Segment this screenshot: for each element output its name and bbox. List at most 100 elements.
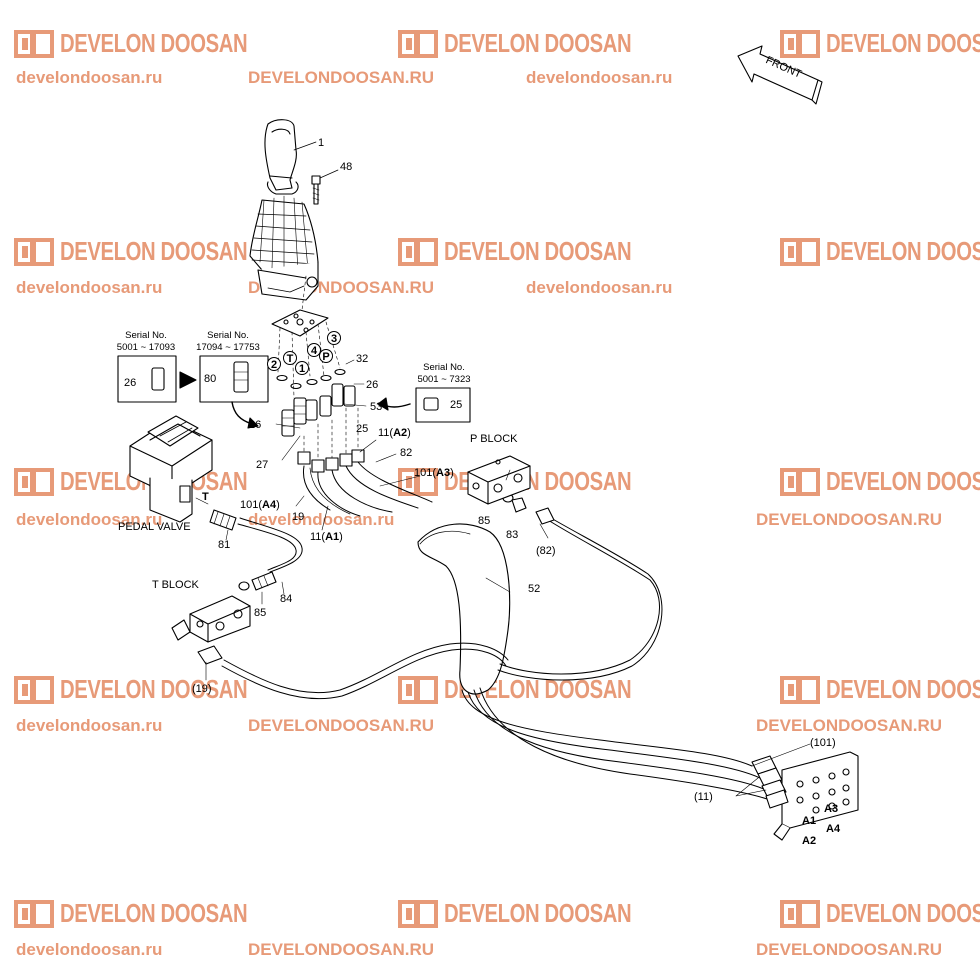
- watermark-brand: DEVELON DOOSAN: [826, 898, 980, 928]
- serial-box-3: Serial No. 5001 ~ 7323 25: [417, 362, 470, 411]
- callout-85b: 85: [254, 607, 266, 619]
- callout-101-a4: 101(A4): [240, 499, 280, 511]
- port-marks: 2 T 1 4 P 3: [267, 331, 341, 375]
- mounting-plate: [271, 309, 341, 399]
- callout-82: 82: [400, 447, 412, 459]
- port-a4: A4: [826, 823, 841, 835]
- watermark-url: DEVELONDOOSAN.RU: [248, 940, 435, 959]
- develon-logo-icon: [780, 675, 820, 704]
- watermark-brand: DEVELON DOOSAN: [444, 898, 632, 928]
- watermark-url: develondoosan.ru: [16, 278, 163, 297]
- watermark-logo: DEVELON DOOSAN: [780, 674, 980, 705]
- watermark-logo: DEVELON DOOSAN: [780, 236, 980, 267]
- port-mark-p: P: [322, 351, 329, 363]
- port-mark-4: 4: [311, 345, 318, 357]
- port-mark-t: T: [287, 353, 294, 365]
- develon-logo-icon: [398, 675, 438, 704]
- watermark-logo: DEVELON DOOSAN: [14, 674, 300, 705]
- serial-box-2: Serial No. 17094 ~ 17753 80: [196, 330, 260, 385]
- serial-box-2-title: Serial No.: [207, 330, 249, 341]
- develon-logo-icon: [398, 237, 438, 266]
- watermark-brand: DEVELON DOOSAN: [826, 466, 980, 496]
- callout-48: 48: [340, 161, 352, 173]
- serial-box-1-title: Serial No.: [125, 330, 167, 341]
- connector-cluster: [281, 383, 356, 437]
- watermark-url: DEVELONDOOSAN.RU: [248, 68, 435, 87]
- watermark-logo: DEVELON DOOSAN: [398, 236, 684, 267]
- callout-82p: (82): [536, 545, 556, 557]
- develon-logo-icon: [398, 29, 438, 58]
- watermark-brand: DEVELON DOOSAN: [60, 898, 248, 928]
- serial-box-1-part: 26: [124, 377, 136, 389]
- watermark-brand: DEVELON DOOSAN: [826, 236, 980, 266]
- port-a3: A3: [824, 803, 838, 815]
- callout-83: 83: [506, 529, 518, 541]
- callout-101-a3: 101(A3): [414, 467, 454, 479]
- serial-box-3-range: 5001 ~ 7323: [417, 374, 470, 385]
- bolt-48: [311, 175, 321, 205]
- watermark-logo: DEVELON DOOSAN: [14, 28, 300, 59]
- develon-logo-icon: [14, 237, 54, 266]
- serial-box-3-title: Serial No.: [423, 362, 465, 373]
- callout-t: T: [202, 491, 209, 503]
- fitting-84: [251, 571, 277, 591]
- callout-19p: (19): [192, 683, 212, 695]
- watermark-brand: DEVELON DOOSAN: [60, 236, 248, 266]
- develon-logo-icon: [780, 467, 820, 496]
- callout-53: 53: [370, 401, 382, 413]
- callout-26b: 26: [249, 419, 261, 431]
- develon-logo-icon: [780, 899, 820, 928]
- serial-box-2-frame: [199, 355, 269, 403]
- callout-81: 81: [218, 539, 230, 551]
- watermark-url: DEVELONDOOSAN.RU: [756, 716, 943, 735]
- watermark-brand: DEVELON DOOSAN: [444, 28, 632, 58]
- serial-box-3-part: 25: [450, 399, 462, 411]
- serial-box-2-part: 80: [204, 373, 216, 385]
- watermark-url: develondoosan.ru: [16, 940, 163, 959]
- callout-labels: 1 48 32 26 53 26 25 27 11(A2) 82 101(A3)…: [192, 137, 841, 847]
- watermark-url: develondoosan.ru: [248, 510, 395, 529]
- front-arrow-icon: [737, 45, 823, 105]
- callout-11-a2: 11(A2): [378, 427, 411, 439]
- develon-logo-icon: [780, 237, 820, 266]
- watermark-logo: DEVELON DOOSAN: [14, 898, 300, 929]
- watermark-url: develondoosan.ru: [16, 68, 163, 87]
- develon-logo-icon: [14, 29, 54, 58]
- watermark-logo: DEVELON DOOSAN: [780, 28, 980, 59]
- watermark-brand: DEVELON DOOSAN: [826, 674, 980, 704]
- p-block: [467, 455, 531, 505]
- callout-27: 27: [256, 459, 268, 471]
- callout-101p: (101): [810, 737, 836, 749]
- callout-11-a1: 11(A1): [310, 531, 343, 543]
- o-rings: [276, 368, 346, 390]
- hose-lines-right: [461, 687, 771, 801]
- serial-box-2-range: 17094 ~ 17753: [196, 342, 260, 353]
- callout-19: 19: [292, 511, 304, 523]
- fitting-19-end: [197, 645, 223, 665]
- callout-26a: 26: [366, 379, 378, 391]
- watermark-url: develondoosan.ru: [16, 716, 163, 735]
- callout-52: 52: [528, 583, 540, 595]
- callout-1: 1: [318, 137, 324, 149]
- hose-bracket: [773, 751, 859, 841]
- develon-logo-icon: [14, 675, 54, 704]
- hose-82: [497, 513, 663, 681]
- watermark-brand: DEVELON DOOSAN: [444, 236, 632, 266]
- watermark-brand: DEVELON DOOSAN: [826, 28, 980, 58]
- hose-81: [237, 517, 303, 573]
- pedal-valve-label: PEDAL VALVE: [118, 521, 191, 533]
- callout-25: 25: [356, 423, 368, 435]
- serial-box-1-range: 5001 ~ 17093: [117, 342, 175, 353]
- develon-logo-icon: [398, 899, 438, 928]
- port-a1: A1: [802, 815, 816, 827]
- bracket-fittings: [751, 755, 789, 809]
- serial-box-1: Serial No. 5001 ~ 17093 26: [117, 330, 175, 389]
- joystick-handle: [249, 119, 319, 301]
- develon-logo-icon: [14, 899, 54, 928]
- fitting-81: [209, 509, 237, 531]
- arrow-icon: [179, 371, 197, 389]
- port-mark-1: 1: [299, 363, 305, 375]
- hose-19: [221, 642, 509, 700]
